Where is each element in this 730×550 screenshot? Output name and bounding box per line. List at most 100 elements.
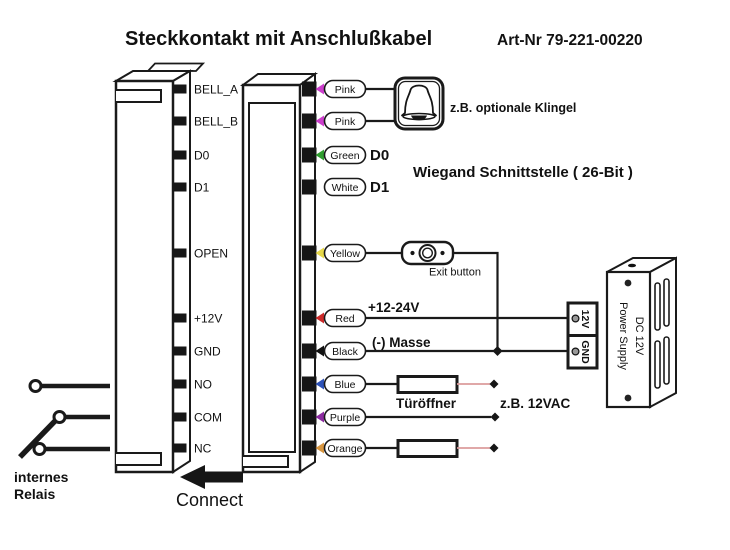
pin-bell-b	[172, 116, 187, 126]
pin-label-bell-b: BELL_B	[194, 115, 238, 129]
relay-nc-contact	[32, 442, 47, 456]
vac-label: z.B. 12VAC	[500, 396, 571, 411]
pin-label-12v: +12V	[194, 312, 222, 326]
psu-vent-1	[654, 282, 661, 331]
pin-d1	[172, 182, 187, 192]
pin-nc	[172, 443, 187, 453]
pill-pink-b	[323, 111, 367, 131]
pill-label-white: White	[332, 182, 359, 194]
pill-label-red: Red	[335, 313, 354, 325]
pin-label-d1: D1	[194, 181, 210, 195]
pill-white	[323, 177, 367, 197]
cable-pin-7	[302, 376, 317, 392]
pin-label-nc: NC	[194, 442, 212, 456]
wires	[366, 87, 572, 458]
bell-box-inner	[397, 80, 441, 127]
wire-tip-9	[315, 442, 324, 454]
cable-pin-2	[302, 147, 317, 163]
relay-no-contact	[28, 379, 43, 393]
pin-bell-a	[172, 84, 187, 94]
bell-body	[401, 84, 437, 117]
wire-tip-1	[315, 115, 324, 127]
connect-label: Connect	[176, 490, 243, 510]
terminal-block: 12V GND	[566, 301, 599, 370]
bell-note: z.B. optionale Klingel	[450, 101, 576, 115]
relay-label-line1: internes	[14, 469, 69, 485]
pin-label-no: NO	[194, 378, 212, 392]
psu-vent-4	[663, 336, 670, 385]
exit-button-body	[400, 240, 455, 266]
psu-label-line2: Power Supply	[617, 302, 629, 370]
right-connector-block	[239, 72, 326, 474]
wiegand-label: Wiegand Schnittstelle ( 26-Bit )	[413, 164, 633, 181]
left-block-bottom-groove	[116, 452, 162, 466]
page-title: Steckkontakt mit Anschlußkabel	[125, 28, 432, 50]
pill-label-blue: Blue	[334, 379, 355, 391]
pill-label-orange: Orange	[327, 443, 362, 455]
exit-button-screw-right	[440, 250, 445, 256]
left-block-front-face	[114, 79, 175, 474]
cable-pin-0	[302, 81, 317, 97]
pill-red	[323, 308, 367, 328]
pin-gnd	[172, 346, 187, 356]
pin-open	[172, 248, 187, 258]
pin-label-com: COM	[194, 411, 222, 425]
psu-screw-bottom	[624, 394, 632, 402]
wire-tip-8	[315, 411, 324, 423]
pill-orange	[323, 438, 367, 458]
exit-button-label: Exit button	[429, 267, 481, 279]
left-connector-block	[112, 62, 206, 474]
right-block-inner-outline	[248, 102, 296, 453]
relay-switch-arm	[18, 418, 58, 459]
door-opener-box	[396, 375, 459, 394]
pin-com	[172, 412, 187, 422]
pin-label-bell-a: BELL_A	[194, 83, 238, 97]
cable-pin-1	[302, 113, 317, 129]
terminal-dot-com	[490, 412, 500, 422]
pill-label-yellow: Yellow	[330, 248, 360, 260]
door-opener-label: Türöffner	[396, 396, 457, 411]
terminal-dot-no	[489, 379, 499, 389]
bell-icon	[401, 84, 437, 121]
wire-tip-7	[315, 378, 324, 390]
pin-label-open: OPEN	[194, 247, 228, 261]
exit-button-ring-outer	[418, 244, 437, 262]
pill-label-purple: Purple	[330, 412, 361, 424]
psu-screw-top	[624, 279, 632, 287]
pill-purple	[323, 407, 367, 427]
exit-button-screw-left	[410, 250, 415, 256]
psu-top-hole	[628, 263, 636, 268]
wire-tip-2	[315, 149, 324, 161]
cable-pin-3	[302, 179, 317, 195]
pin-no	[172, 379, 187, 389]
pill-blue	[323, 374, 367, 394]
pill-yellow	[323, 243, 367, 263]
wire-color-pills: Pink Pink Green White Yellow Red Black B…	[323, 79, 367, 458]
left-block-top-tab	[145, 62, 206, 72]
exit-button-icon	[400, 240, 455, 266]
pin-12v	[172, 313, 187, 323]
psu-vent-3	[654, 340, 661, 389]
connect-arrow-icon	[180, 465, 243, 489]
pin-label-gnd: GND	[194, 345, 221, 359]
psu-side-face	[649, 256, 677, 409]
cable-pin-9	[302, 440, 317, 456]
d0-label: D0	[370, 147, 389, 164]
pill-label-green: Green	[330, 150, 359, 162]
terminal-dot-nc	[489, 443, 499, 453]
pill-label-pink-a: Pink	[335, 84, 356, 96]
power-minus-label: (-) Masse	[372, 335, 431, 350]
pin-labels: BELL_A BELL_B D0 D1 OPEN +12V GND NO COM…	[194, 83, 238, 456]
cable-pin-6	[302, 343, 317, 359]
doorbell	[393, 76, 445, 131]
power-supply-icon: DC 12V Power Supply	[605, 256, 677, 409]
right-block-bottom-groove	[243, 455, 289, 468]
pill-label-pink-b: Pink	[335, 116, 356, 128]
terminal-screw-gnd	[571, 347, 580, 356]
pill-green	[323, 145, 367, 165]
psu-label-line1: DC 12V	[633, 317, 645, 356]
psu-vent-2	[663, 278, 670, 327]
nc-load-box	[396, 439, 459, 458]
pill-pink-a	[323, 79, 367, 99]
wire-tip-4	[315, 247, 324, 259]
